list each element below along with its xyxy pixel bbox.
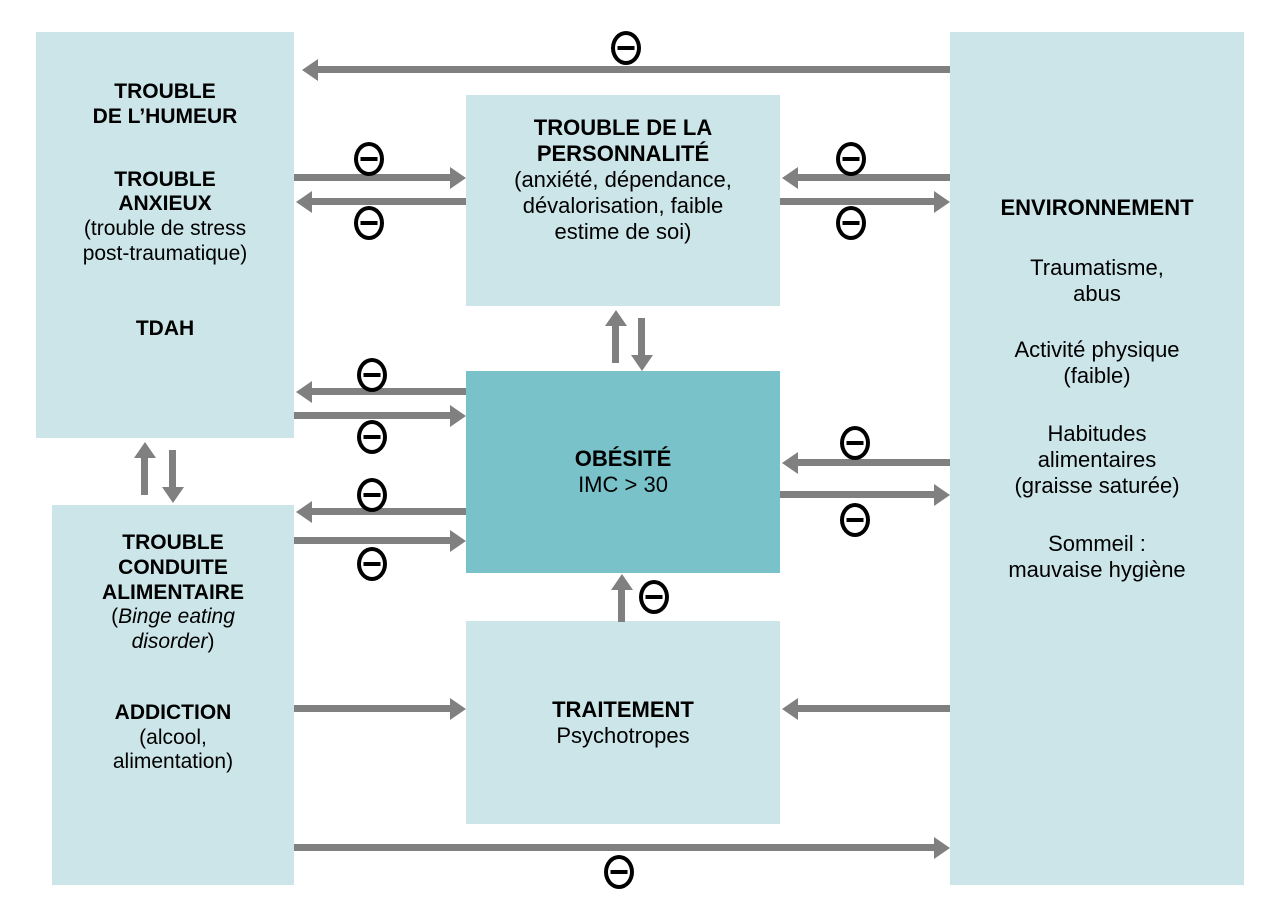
minus-sign-env-to-personality bbox=[836, 142, 866, 176]
addiction-sub-line1: (alcool, bbox=[139, 725, 207, 749]
personality-title-line1: TROUBLE DE LA bbox=[533, 115, 713, 140]
obesity-sub: IMC > 30 bbox=[578, 472, 668, 497]
personality-sub-line3: estime de soi) bbox=[554, 218, 692, 244]
anxiety-title-line1: TROUBLE bbox=[114, 167, 216, 191]
env-item2-line1: Activité physique bbox=[1014, 336, 1180, 362]
env-item3-line3: (graisse saturée) bbox=[1014, 472, 1180, 498]
env-item3-line1: Habitudes bbox=[1047, 420, 1147, 446]
minus-sign-obesity-to-env bbox=[840, 503, 870, 537]
addiction-sub-line2: alimentation) bbox=[112, 750, 234, 774]
env-item3-line2: alimentaires bbox=[1037, 446, 1157, 472]
addiction-title: ADDICTION bbox=[114, 700, 232, 724]
minus-sign-personality-to-mood bbox=[354, 206, 384, 240]
personality-sub-line2: dévalorisation, faible bbox=[522, 192, 724, 218]
minus-sign-obesity-to-eating bbox=[357, 478, 387, 512]
minus-sign-treatment-to-obesity bbox=[639, 580, 669, 614]
mood-title-line1: TROUBLE bbox=[114, 80, 216, 103]
minus-sign-personality-to-env bbox=[836, 206, 866, 240]
minus-sign-eating-to-obesity bbox=[357, 547, 387, 581]
arrow-obesity-to-env bbox=[780, 491, 935, 498]
anxiety-title-line2: ANXIEUX bbox=[118, 192, 212, 216]
arrow-env-to-obesity bbox=[797, 459, 950, 466]
eating-italic-line2: disorder bbox=[131, 630, 208, 654]
env-item4-line2: mauvaise hygiène bbox=[1008, 556, 1186, 582]
arrow-tdah-to-obesity bbox=[294, 412, 451, 419]
minus-sign-env-to-obesity bbox=[840, 426, 870, 460]
eating-title-line2: CONDUITE bbox=[118, 555, 228, 579]
box-environment: ENVIRONNEMENT Traumatisme, abus Activité… bbox=[950, 32, 1244, 885]
minus-sign-mood-to-personality bbox=[354, 142, 384, 176]
env-item1-line1: Traumatisme, bbox=[1030, 254, 1164, 280]
box-treatment: TRAITEMENT Psychotropes bbox=[466, 621, 780, 824]
env-item2-line2: (faible) bbox=[1063, 362, 1131, 388]
arrow-obesity-to-tdah bbox=[311, 388, 466, 395]
arrow-obesity-to-eating bbox=[311, 508, 466, 515]
arrow-eating-to-treatment bbox=[294, 705, 451, 712]
minus-sign-tdah-to-obesity bbox=[357, 420, 387, 454]
obesity-title: OBÉSITÉ bbox=[574, 446, 672, 472]
env-item1-line2: abus bbox=[1073, 280, 1121, 306]
arrow-mood-to-personality bbox=[294, 174, 451, 181]
arrow-personality-to-mood bbox=[311, 198, 466, 205]
minus-sign-obesity-to-tdah bbox=[357, 358, 387, 392]
arrow-env-to-treatment bbox=[797, 705, 950, 712]
eating-paren-open: ( bbox=[111, 605, 119, 629]
eating-paren-close: ) bbox=[207, 630, 215, 654]
box-obesity: OBÉSITÉ IMC > 30 bbox=[466, 371, 780, 573]
box-eating-addiction: TROUBLE CONDUITE ALIMENTAIRE (Binge eati… bbox=[52, 505, 294, 885]
eating-sub-line2: disorder) bbox=[132, 630, 215, 655]
tdah-title: TDAH bbox=[135, 316, 195, 340]
treatment-title: TRAITEMENT bbox=[552, 696, 694, 722]
environment-title: ENVIRONNEMENT bbox=[1000, 195, 1194, 220]
arrow-env-to-mood-top bbox=[317, 66, 950, 73]
eating-sub-line1: (Binge eating bbox=[111, 605, 235, 630]
eating-title-line1: TROUBLE bbox=[122, 531, 224, 554]
personality-sub-line1: (anxiété, dépendance, bbox=[514, 166, 732, 192]
treatment-sub: Psychotropes bbox=[556, 722, 690, 748]
anxiety-sub-line1: (trouble de stress bbox=[83, 217, 247, 241]
personality-title-line2: PERSONNALITÉ bbox=[536, 140, 710, 166]
arrow-personality-to-env bbox=[780, 198, 935, 205]
arrow-personality-to-obesity-down bbox=[638, 318, 645, 356]
minus-sign-env-to-mood-top bbox=[611, 31, 641, 65]
eating-italic-line1: Binge eating bbox=[118, 605, 235, 629]
box-mood-anxiety-tdah: TROUBLE DE L’HUMEUR TROUBLE ANXIEUX (tro… bbox=[36, 32, 294, 438]
arrow-tdah-to-eating-down bbox=[169, 450, 176, 488]
mood-title-line2: DE L’HUMEUR bbox=[92, 104, 238, 128]
arrow-obesity-to-personality-up bbox=[612, 325, 619, 363]
arrow-eating-to-obesity bbox=[294, 537, 451, 544]
eating-title-line3: ALIMENTAIRE bbox=[102, 580, 244, 604]
env-item4-line1: Sommeil : bbox=[1048, 530, 1146, 556]
minus-sign-addiction-to-env-bottom bbox=[604, 855, 634, 889]
anxiety-sub-line2: post-traumatique) bbox=[82, 241, 248, 265]
arrow-addiction-to-env-bottom bbox=[294, 844, 935, 851]
box-personality-disorder: TROUBLE DE LA PERSONNALITÉ (anxiété, dép… bbox=[466, 95, 780, 306]
arrow-treatment-to-obesity bbox=[618, 589, 625, 622]
arrow-env-to-personality bbox=[797, 174, 950, 181]
arrow-eating-to-tdah-up bbox=[141, 457, 148, 495]
